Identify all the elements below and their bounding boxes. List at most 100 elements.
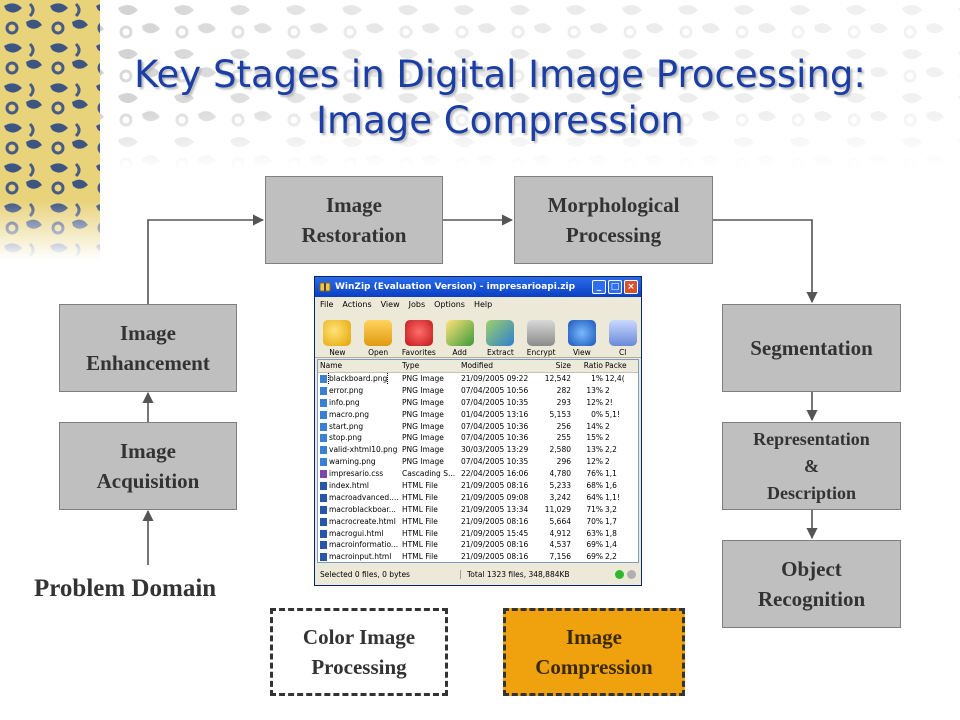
file-icon	[320, 553, 327, 562]
file-size-cell: 12,542	[544, 374, 571, 383]
file-type-cell: PNG Image	[402, 445, 444, 455]
file-modified-cell: 07/04/2005 10:35	[461, 457, 529, 467]
file-ratio-cell: 76%	[586, 469, 603, 479]
file-icon	[320, 529, 327, 538]
file-type-cell: HTML File	[402, 504, 438, 514]
file-icon	[320, 434, 327, 443]
favorites-heart-icon	[404, 320, 433, 346]
file-modified-cell: 07/04/2005 10:56	[461, 385, 529, 395]
file-size-cell: 5,664	[549, 516, 571, 526]
winzip-file-list[interactable]: Name Type Modified Size Ratio Packe blac…	[317, 359, 639, 563]
file-size-cell: 7,156	[549, 552, 571, 562]
file-packed-cell: 1,8	[605, 528, 617, 538]
file-packed-cell: 3,2	[605, 504, 617, 514]
file-modified-cell: 21/09/2005 08:16	[461, 481, 529, 491]
minimize-icon[interactable]: _	[592, 280, 606, 294]
file-ratio-cell: 13%	[586, 445, 603, 455]
file-packed-cell: 1,4	[605, 540, 617, 550]
toolbar-label: Favorites	[401, 348, 436, 357]
file-name-text: macroinformatio...	[329, 540, 399, 550]
close-icon[interactable]: ×	[624, 280, 638, 294]
file-icon	[320, 505, 327, 514]
file-ratio-cell: 14%	[586, 421, 603, 431]
column-ratio[interactable]: Ratio	[583, 361, 603, 370]
stage-label: Object Recognition	[757, 557, 866, 611]
toolbar-open-button[interactable]: Open	[360, 320, 397, 357]
toolbar-favorites-button[interactable]: Favorites	[401, 320, 438, 357]
file-modified-cell: 21/09/2005 13:34	[461, 504, 529, 514]
column-modified[interactable]: Modified	[461, 361, 494, 370]
file-packed-cell: 1,1	[605, 469, 617, 479]
file-name-cell: impresario.css	[318, 468, 402, 480]
stage-image-acquisition: Image Acquisition	[59, 422, 237, 510]
toolbar-encrypt-button[interactable]: Encrypt	[523, 320, 560, 357]
column-type[interactable]: Type	[402, 361, 420, 370]
file-modified-cell: 21/09/2005 15:45	[461, 528, 529, 538]
winzip-menubar: File Actions View Jobs Options Help	[315, 297, 641, 311]
file-name-cell: warning.png	[318, 456, 402, 468]
file-type-cell: HTML File	[402, 528, 438, 538]
file-size-cell: 5,233	[549, 481, 571, 491]
file-ratio-cell: 69%	[586, 540, 603, 550]
toolbar-add-button[interactable]: Add	[441, 320, 478, 357]
file-name-cell: blackboard.png	[318, 373, 402, 385]
file-name-text: impresario.css	[329, 469, 384, 479]
toolbar-new-button[interactable]: New	[319, 320, 356, 357]
file-type-cell: Cascading S...	[402, 469, 456, 479]
toolbar-extract-button[interactable]: Extract	[482, 320, 519, 357]
toolbar-view-button[interactable]: View	[564, 320, 601, 357]
stage-label: Image Restoration	[301, 193, 407, 247]
column-name[interactable]: Name	[320, 361, 343, 371]
file-ratio-cell: 64%	[586, 492, 603, 502]
toolbar-label: View	[572, 348, 591, 357]
file-size-cell: 256	[556, 421, 571, 431]
column-packed[interactable]: Packe	[605, 361, 627, 370]
menu-file[interactable]: File	[320, 299, 334, 309]
stage-label: Image Enhancement	[86, 321, 210, 375]
menu-view[interactable]: View	[380, 299, 400, 309]
file-modified-cell: 07/04/2005 10:36	[461, 421, 529, 431]
file-packed-cell: 2!	[605, 397, 613, 407]
stage-label: Representation & Description	[753, 428, 870, 503]
file-name-text: macroinput.html	[329, 552, 392, 562]
toolbar-checkout-button[interactable]: Cl	[604, 320, 641, 357]
menu-help[interactable]: Help	[473, 299, 493, 309]
toolbar-label: Cl	[618, 348, 627, 357]
file-ratio-cell: 68%	[586, 481, 603, 491]
file-name-text: macrocreate.html	[329, 516, 396, 526]
stage-object-recognition: Object Recognition	[722, 540, 901, 628]
new-archive-icon	[323, 320, 352, 346]
menu-options[interactable]: Options	[434, 299, 465, 309]
file-ratio-cell: 12%	[586, 457, 603, 467]
file-name-cell: info.png	[318, 397, 402, 409]
file-name-cell: macroinformatio...	[318, 539, 402, 551]
file-name-cell: macroblackboar...	[318, 504, 402, 516]
column-size[interactable]: Size	[555, 361, 571, 370]
file-name-text: info.png	[329, 397, 360, 407]
file-name-text: blackboard.png	[327, 373, 389, 385]
menu-jobs[interactable]: Jobs	[408, 299, 426, 309]
file-modified-cell: 21/09/2005 08:16	[461, 552, 529, 562]
file-icon	[320, 470, 327, 479]
maximize-icon[interactable]: □	[608, 280, 622, 294]
table-row[interactable]: macroblackboar...HTML File 21/09/2005 13:…	[318, 504, 638, 516]
problem-domain-label: Problem Domain	[34, 575, 217, 602]
menu-actions[interactable]: Actions	[342, 299, 372, 309]
file-packed-cell: 1,1!	[605, 492, 620, 502]
file-ratio-cell: 69%	[586, 552, 603, 562]
